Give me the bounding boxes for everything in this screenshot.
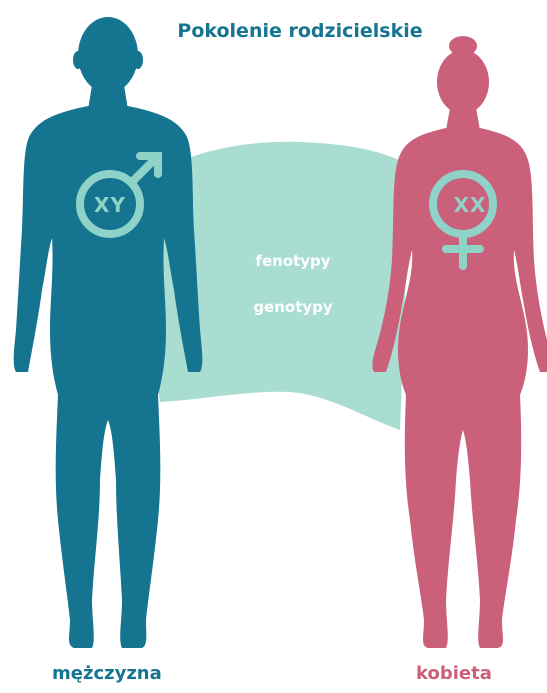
female-label: kobieta [416, 663, 492, 684]
male-chromosomes-label: XY [80, 193, 140, 217]
phenotypes-label: fenotypy [203, 252, 383, 270]
genotypes-label: genotypy [203, 298, 383, 316]
female-silhouette [372, 36, 547, 648]
male-label: mężczyzna [52, 663, 162, 684]
diagram-title: Pokolenie rodzicielskie [0, 20, 547, 42]
female-chromosomes-label: XX [440, 193, 500, 217]
